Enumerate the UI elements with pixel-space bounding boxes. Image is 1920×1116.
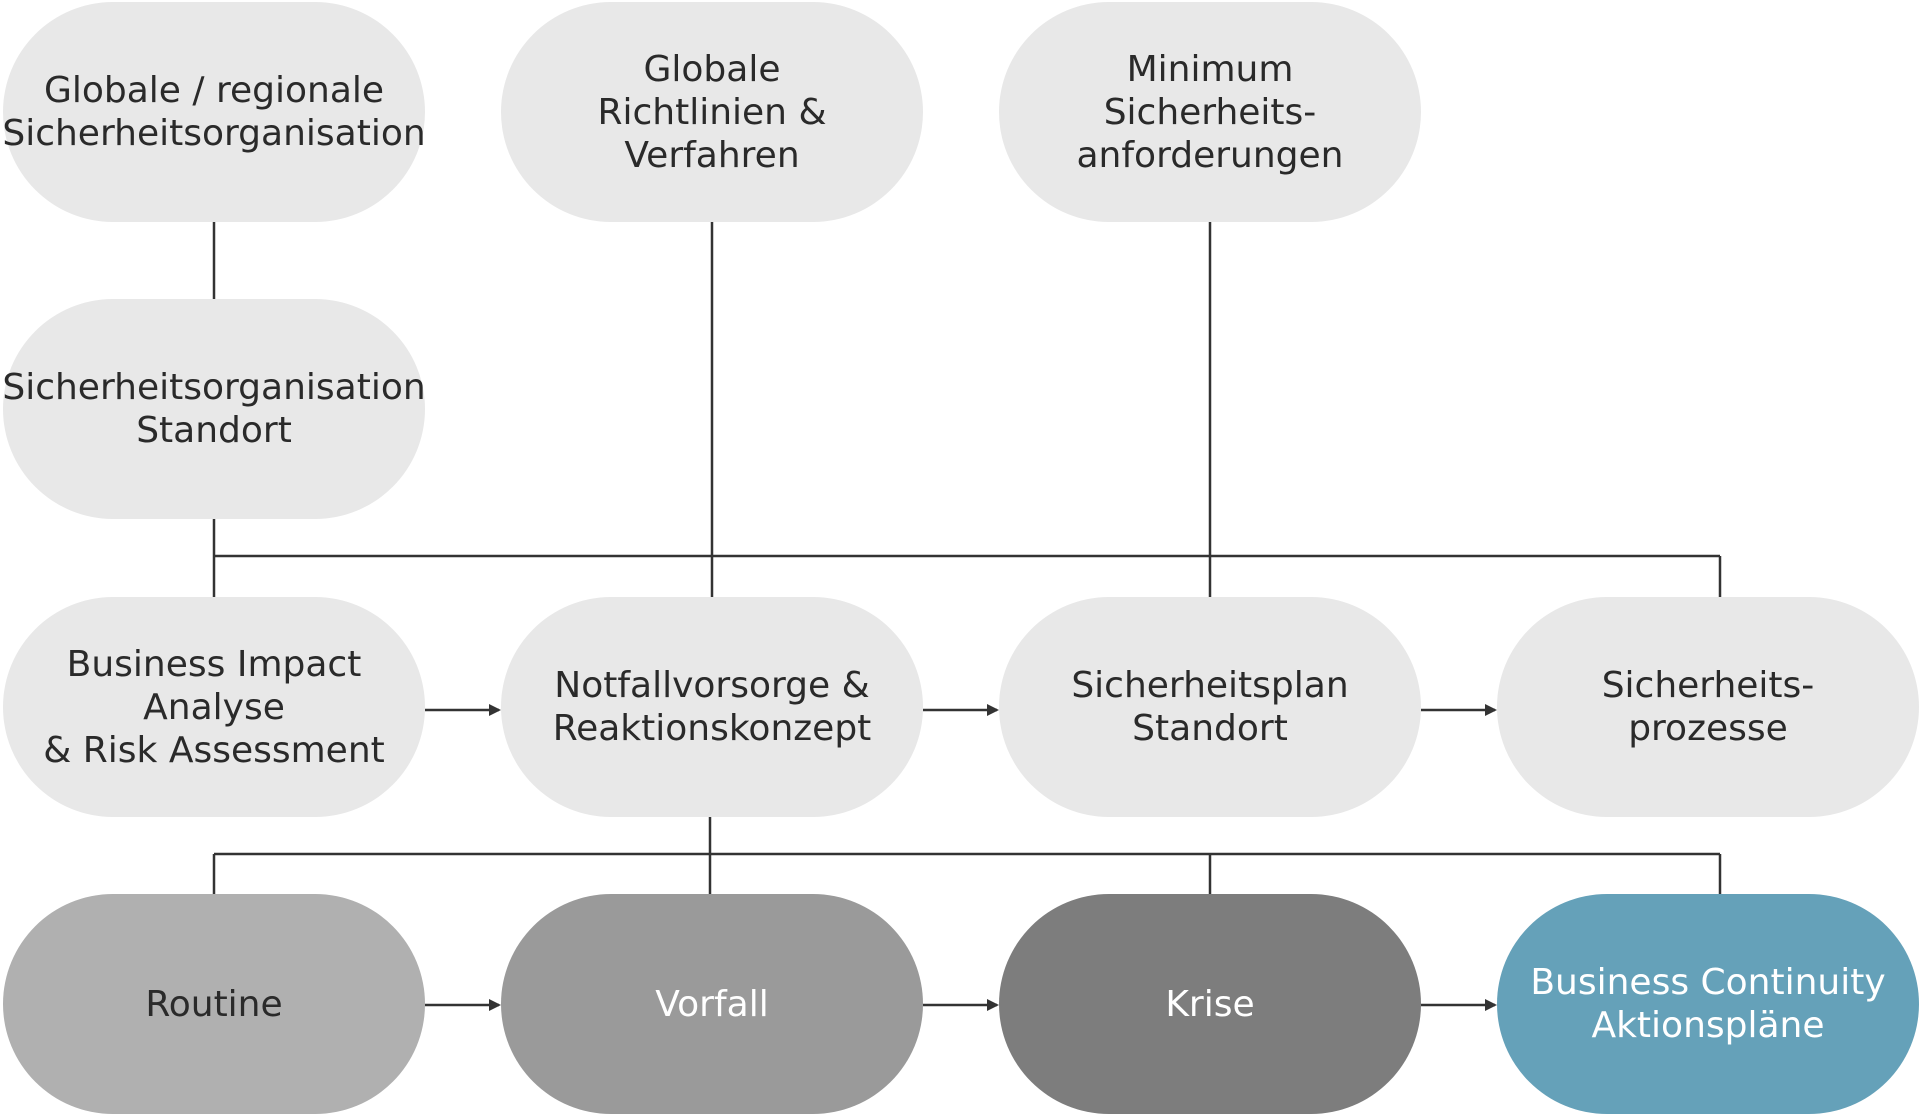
node-global-policies-procedures: Globale Richtlinien & Verfahren xyxy=(501,2,923,222)
node-emergency-response-concept: Notfallvorsorge & Reaktionskonzept xyxy=(501,597,923,817)
node-routine: Routine xyxy=(3,894,425,1114)
node-site-security-plan: Sicherheitsplan Standort xyxy=(999,597,1421,817)
node-business-continuity-action-plans: Business Continuity Aktionspläne xyxy=(1497,894,1919,1114)
node-global-regional-security-org: Globale / regionale Sicherheitsorganisat… xyxy=(2,2,426,222)
node-crisis: Krise xyxy=(999,894,1421,1114)
node-minimum-security-requirements: Minimum Sicherheits- anforderungen xyxy=(999,2,1421,222)
node-business-impact-analysis: Business Impact Analyse & Risk Assessmen… xyxy=(3,597,425,817)
node-incident: Vorfall xyxy=(501,894,923,1114)
node-security-processes: Sicherheits- prozesse xyxy=(1497,597,1919,817)
node-site-security-org: Sicherheitsorganisation Standort xyxy=(2,299,426,519)
